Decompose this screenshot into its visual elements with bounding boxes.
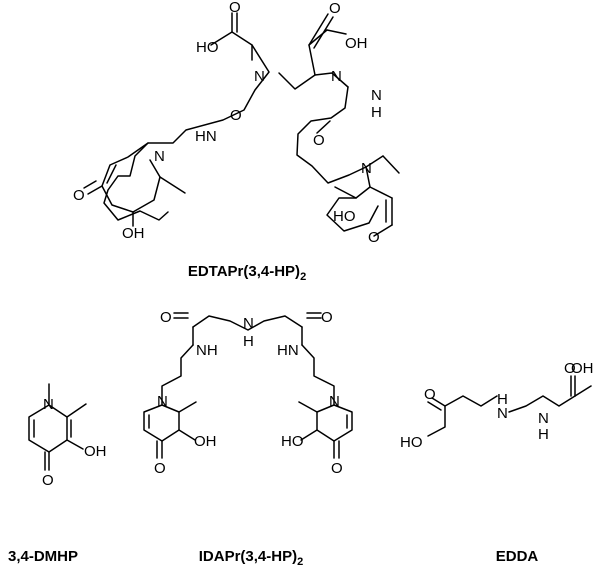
atom-ho: HO <box>400 434 423 451</box>
atom-n: N <box>157 393 168 410</box>
caption-dmhp: 3,4-DMHP <box>8 548 78 565</box>
atom-o: O <box>42 472 54 489</box>
atom-ho: HO <box>196 39 219 56</box>
atom-o: O <box>230 107 242 124</box>
edda-structure: HO O H N N H O OH <box>400 360 594 451</box>
atom-ho: HO <box>281 433 304 450</box>
atom-hn: HN <box>195 128 217 145</box>
atom-o: O <box>321 309 333 326</box>
atom-hn: HN <box>277 342 299 359</box>
atom-o: O <box>331 460 343 477</box>
atom-o: O <box>229 0 241 16</box>
atom-o: O <box>73 187 85 204</box>
atom-n: N <box>329 393 340 410</box>
atom-n: N <box>243 315 254 332</box>
atom-n: N <box>361 160 372 177</box>
atom-o: O <box>154 460 166 477</box>
dmhp-structure: N OH O <box>28 383 107 489</box>
atom-oh: OH <box>122 225 145 242</box>
atom-n: N <box>43 396 54 413</box>
atom-nh: NH <box>196 342 218 359</box>
atom-o: O <box>329 0 341 17</box>
atom-o: O <box>368 229 380 246</box>
atom-h: H <box>371 104 382 121</box>
atom-n: N <box>538 410 549 427</box>
atom-oh: OH <box>345 35 368 52</box>
atom-h: H <box>497 391 508 408</box>
atom-oh: OH <box>194 433 217 450</box>
atom-o: O <box>564 360 576 377</box>
caption-edtapr: EDTAPr(3,4-HP)2 <box>188 263 306 283</box>
atom-h: H <box>538 426 549 443</box>
atom-n: N <box>497 405 508 422</box>
atom-o: O <box>313 132 325 149</box>
atom-o: O <box>160 309 172 326</box>
atom-n: N <box>331 68 342 85</box>
atom-oh: OH <box>571 360 594 377</box>
atom-oh: OH <box>84 443 107 460</box>
idapr-structure: O N H O NH HN N OH O N HO O <box>143 309 353 477</box>
atom-n: N <box>154 148 165 165</box>
edtapr-structure: HO O N HN O O OH N N H O N HO O N O OH <box>73 0 400 246</box>
caption-edda: EDDA <box>496 548 539 565</box>
atom-n: N <box>371 87 382 104</box>
atom-h: H <box>243 333 254 350</box>
atom-n: N <box>254 68 265 85</box>
atom-o: O <box>424 386 436 403</box>
atom-ho: HO <box>333 208 356 225</box>
caption-idapr: IDAPr(3,4-HP)2 <box>199 548 303 567</box>
